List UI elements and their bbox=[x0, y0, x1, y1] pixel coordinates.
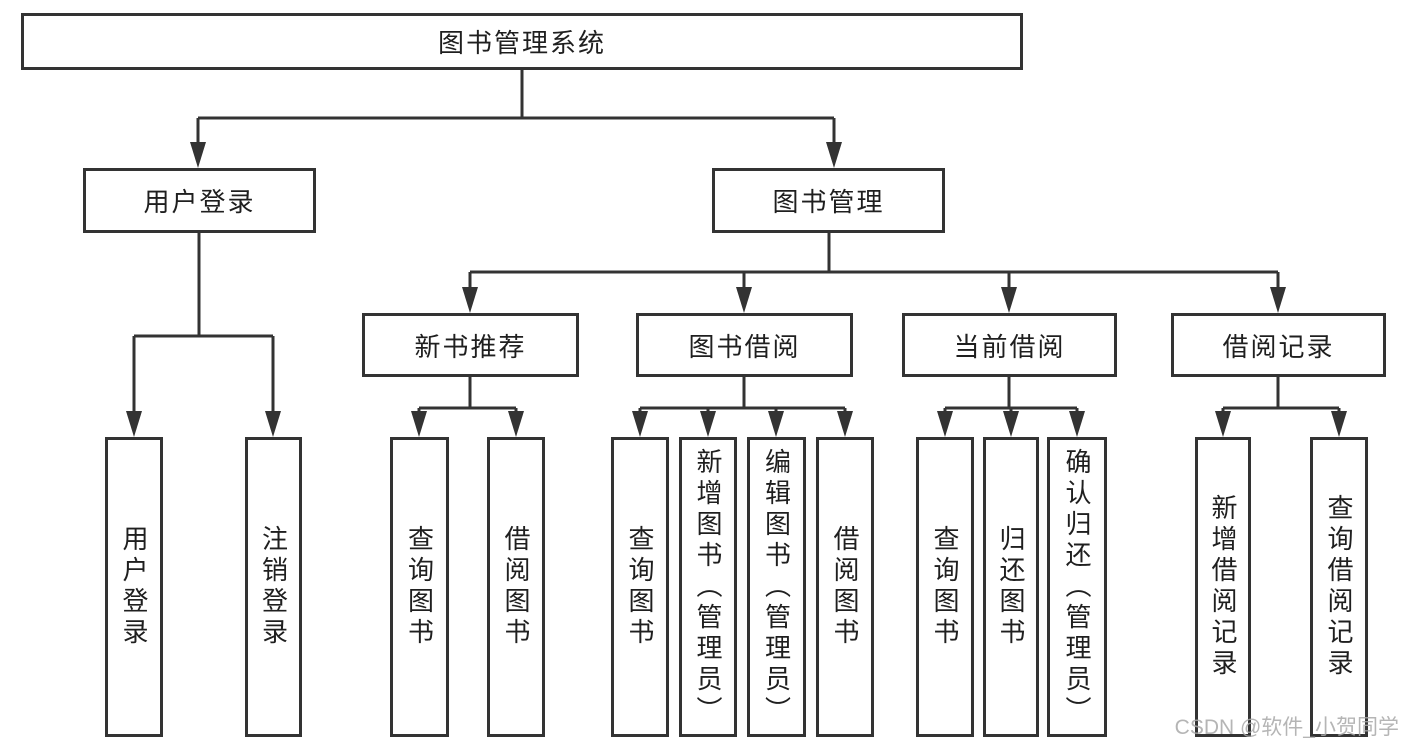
arrow-down-icon bbox=[126, 411, 142, 437]
node-borrow-records-label: 借阅记录 bbox=[1222, 331, 1335, 362]
arrow-down-icon bbox=[508, 411, 524, 437]
leaf-cb-return-books-label: 归还图书 bbox=[996, 525, 1026, 649]
leaf-cb-confirm-return-admin: 确认归还（管理员） bbox=[1047, 437, 1107, 737]
leaf-br-add-record-label: 新增借阅记录 bbox=[1208, 494, 1238, 680]
connector-root-to-level2 bbox=[196, 70, 836, 145]
leaf-logout-login-label: 注销登录 bbox=[258, 525, 289, 649]
node-library-system: 图书管理系统 bbox=[21, 13, 1023, 70]
leaf-nb-borrow-books: 借阅图书 bbox=[487, 437, 545, 737]
arrow-down-icon bbox=[700, 411, 716, 437]
connector-current-borrow-to-leaves bbox=[943, 377, 1079, 415]
connector-borrow-records-to-leaves bbox=[1221, 377, 1341, 415]
csdn-watermark: CSDN @软件_小贺同学 bbox=[1174, 716, 1399, 739]
arrow-down-icon bbox=[190, 142, 206, 168]
leaf-cb-confirm-return-admin-label: 确认归还（管理员） bbox=[1062, 447, 1092, 727]
arrow-down-icon bbox=[1331, 411, 1347, 437]
node-current-borrow-label: 当前借阅 bbox=[953, 331, 1066, 362]
leaf-bb-add-books-admin: 新增图书（管理员） bbox=[679, 437, 737, 737]
node-new-book-recommend-label: 新书推荐 bbox=[414, 331, 527, 362]
node-book-borrow-label: 图书借阅 bbox=[688, 331, 801, 362]
leaf-br-query-record: 查询借阅记录 bbox=[1310, 437, 1368, 737]
arrow-down-icon bbox=[837, 411, 853, 437]
leaf-bb-edit-books-admin-label: 编辑图书（管理员） bbox=[761, 447, 792, 727]
arrow-down-icon bbox=[1270, 287, 1286, 313]
leaf-cb-query-books: 查询图书 bbox=[916, 437, 974, 737]
arrow-down-icon bbox=[632, 411, 648, 437]
leaf-nb-borrow-books-label: 借阅图书 bbox=[501, 525, 531, 649]
leaf-br-add-record: 新增借阅记录 bbox=[1195, 437, 1251, 737]
arrow-down-icon bbox=[1001, 287, 1017, 313]
connector-book-mgmt-to-level3 bbox=[468, 233, 1280, 291]
node-user-login: 用户登录 bbox=[83, 168, 316, 233]
connector-user-login-to-leaves bbox=[132, 233, 275, 415]
arrow-down-icon bbox=[937, 411, 953, 437]
leaf-bb-borrow-books: 借阅图书 bbox=[816, 437, 874, 737]
leaf-bb-add-books-admin-label: 新增图书（管理员） bbox=[693, 447, 723, 727]
leaf-cb-query-books-label: 查询图书 bbox=[930, 525, 960, 649]
connector-new-books-to-leaves bbox=[417, 377, 518, 415]
leaf-bb-query-books-label: 查询图书 bbox=[625, 525, 655, 649]
leaf-bb-borrow-books-label: 借阅图书 bbox=[830, 525, 860, 649]
node-new-book-recommend: 新书推荐 bbox=[362, 313, 579, 377]
arrow-down-icon bbox=[1003, 411, 1019, 437]
leaf-bb-edit-books-admin: 编辑图书（管理员） bbox=[747, 437, 806, 737]
arrow-down-icon bbox=[1215, 411, 1231, 437]
arrow-down-icon bbox=[411, 411, 427, 437]
node-current-borrow: 当前借阅 bbox=[902, 313, 1117, 377]
arrow-down-icon bbox=[462, 287, 478, 313]
node-library-system-label: 图书管理系统 bbox=[437, 28, 606, 58]
arrow-down-icon bbox=[768, 411, 784, 437]
arrow-down-icon bbox=[736, 287, 752, 313]
leaf-user-login-label: 用户登录 bbox=[119, 525, 149, 649]
node-book-management-label: 图书管理 bbox=[772, 187, 885, 217]
connector-book-borrow-to-leaves bbox=[638, 377, 847, 415]
leaf-logout-login: 注销登录 bbox=[245, 437, 302, 737]
node-borrow-records: 借阅记录 bbox=[1171, 313, 1386, 377]
arrow-down-icon bbox=[1069, 411, 1085, 437]
node-book-management: 图书管理 bbox=[712, 168, 945, 233]
node-user-login-label: 用户登录 bbox=[143, 187, 256, 217]
leaf-nb-query-books: 查询图书 bbox=[390, 437, 449, 737]
leaf-cb-return-books: 归还图书 bbox=[983, 437, 1039, 737]
arrow-down-icon bbox=[826, 142, 842, 168]
node-book-borrow: 图书借阅 bbox=[636, 313, 853, 377]
leaf-bb-query-books: 查询图书 bbox=[611, 437, 669, 737]
leaf-nb-query-books-label: 查询图书 bbox=[404, 525, 435, 649]
arrow-down-icon bbox=[265, 411, 281, 437]
leaf-user-login: 用户登录 bbox=[105, 437, 163, 737]
leaf-br-query-record-label: 查询借阅记录 bbox=[1324, 494, 1354, 680]
arrowheads bbox=[126, 142, 1347, 437]
